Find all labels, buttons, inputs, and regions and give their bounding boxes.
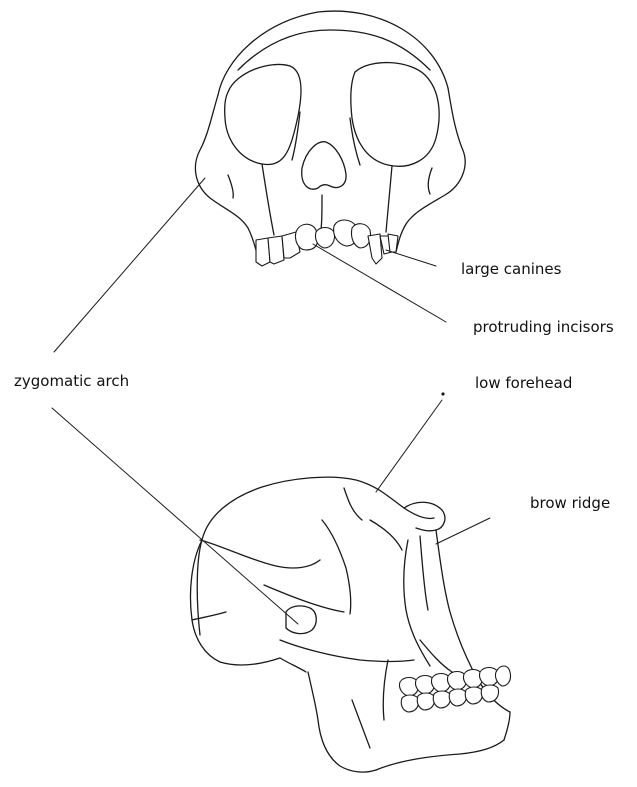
side-tooth — [449, 689, 466, 706]
side-zygomatic-arch — [280, 640, 414, 662]
label-brow-ridge: brow ridge — [530, 494, 610, 512]
side-coronal-suture — [344, 488, 362, 520]
side-brow-ridge — [404, 502, 445, 531]
front-canine — [368, 234, 382, 264]
label-zygomatic-arch: zygomatic arch — [14, 372, 129, 390]
front-left-orbit — [225, 64, 301, 164]
front-incisor — [315, 228, 334, 249]
side-cranium-outline — [197, 477, 434, 635]
label-large-canines: large canines — [461, 260, 562, 278]
side-tooth — [401, 695, 418, 712]
leader-zygomatic-side — [52, 408, 298, 624]
front-right-orbit — [351, 63, 439, 167]
side-temporal-line — [264, 585, 344, 612]
side-teeth-row — [399, 666, 510, 712]
front-teeth-row — [256, 220, 398, 266]
leader-large-canines — [386, 250, 436, 266]
side-zygomatic — [286, 606, 316, 634]
label-protruding-incisors: protruding incisors — [473, 318, 614, 336]
front-skull — [195, 11, 465, 266]
front-right-cheek-line — [428, 168, 432, 194]
side-tooth — [417, 693, 434, 710]
side-occipital — [190, 540, 280, 665]
side-skull — [190, 477, 510, 772]
leader-endpoint-dot — [441, 392, 444, 395]
side-temporal-line-3 — [370, 520, 402, 550]
side-maxilla-line — [420, 640, 452, 672]
leader-zygomatic-front — [54, 178, 205, 352]
side-canine-root — [383, 660, 388, 720]
side-jaw-front — [504, 712, 510, 740]
side-mandible-ramus — [308, 672, 376, 772]
labels: large canines protruding incisors zygoma… — [14, 260, 614, 512]
front-maxilla-left — [262, 164, 274, 235]
side-temporal-line-2 — [322, 520, 351, 614]
front-left-contour — [195, 95, 258, 258]
label-low-forehead: low forehead — [475, 374, 572, 392]
front-left-cheek-line — [228, 175, 233, 198]
side-tooth — [433, 691, 450, 708]
side-tooth — [481, 685, 498, 702]
side-mandible-inner — [352, 700, 370, 748]
front-tooth — [388, 234, 398, 252]
front-nasal-aperture — [302, 142, 346, 189]
front-incisor — [295, 224, 317, 250]
leader-low-forehead — [376, 400, 442, 492]
side-tooth — [465, 687, 482, 704]
front-cranium-dome — [218, 11, 448, 95]
side-incisor — [495, 666, 510, 686]
side-mandible-border — [376, 740, 504, 770]
side-occipital-inner — [192, 612, 226, 620]
side-face-inner — [420, 536, 428, 610]
front-tooth — [268, 236, 284, 264]
side-mastoid — [280, 658, 306, 672]
front-maxilla-right — [386, 166, 392, 232]
